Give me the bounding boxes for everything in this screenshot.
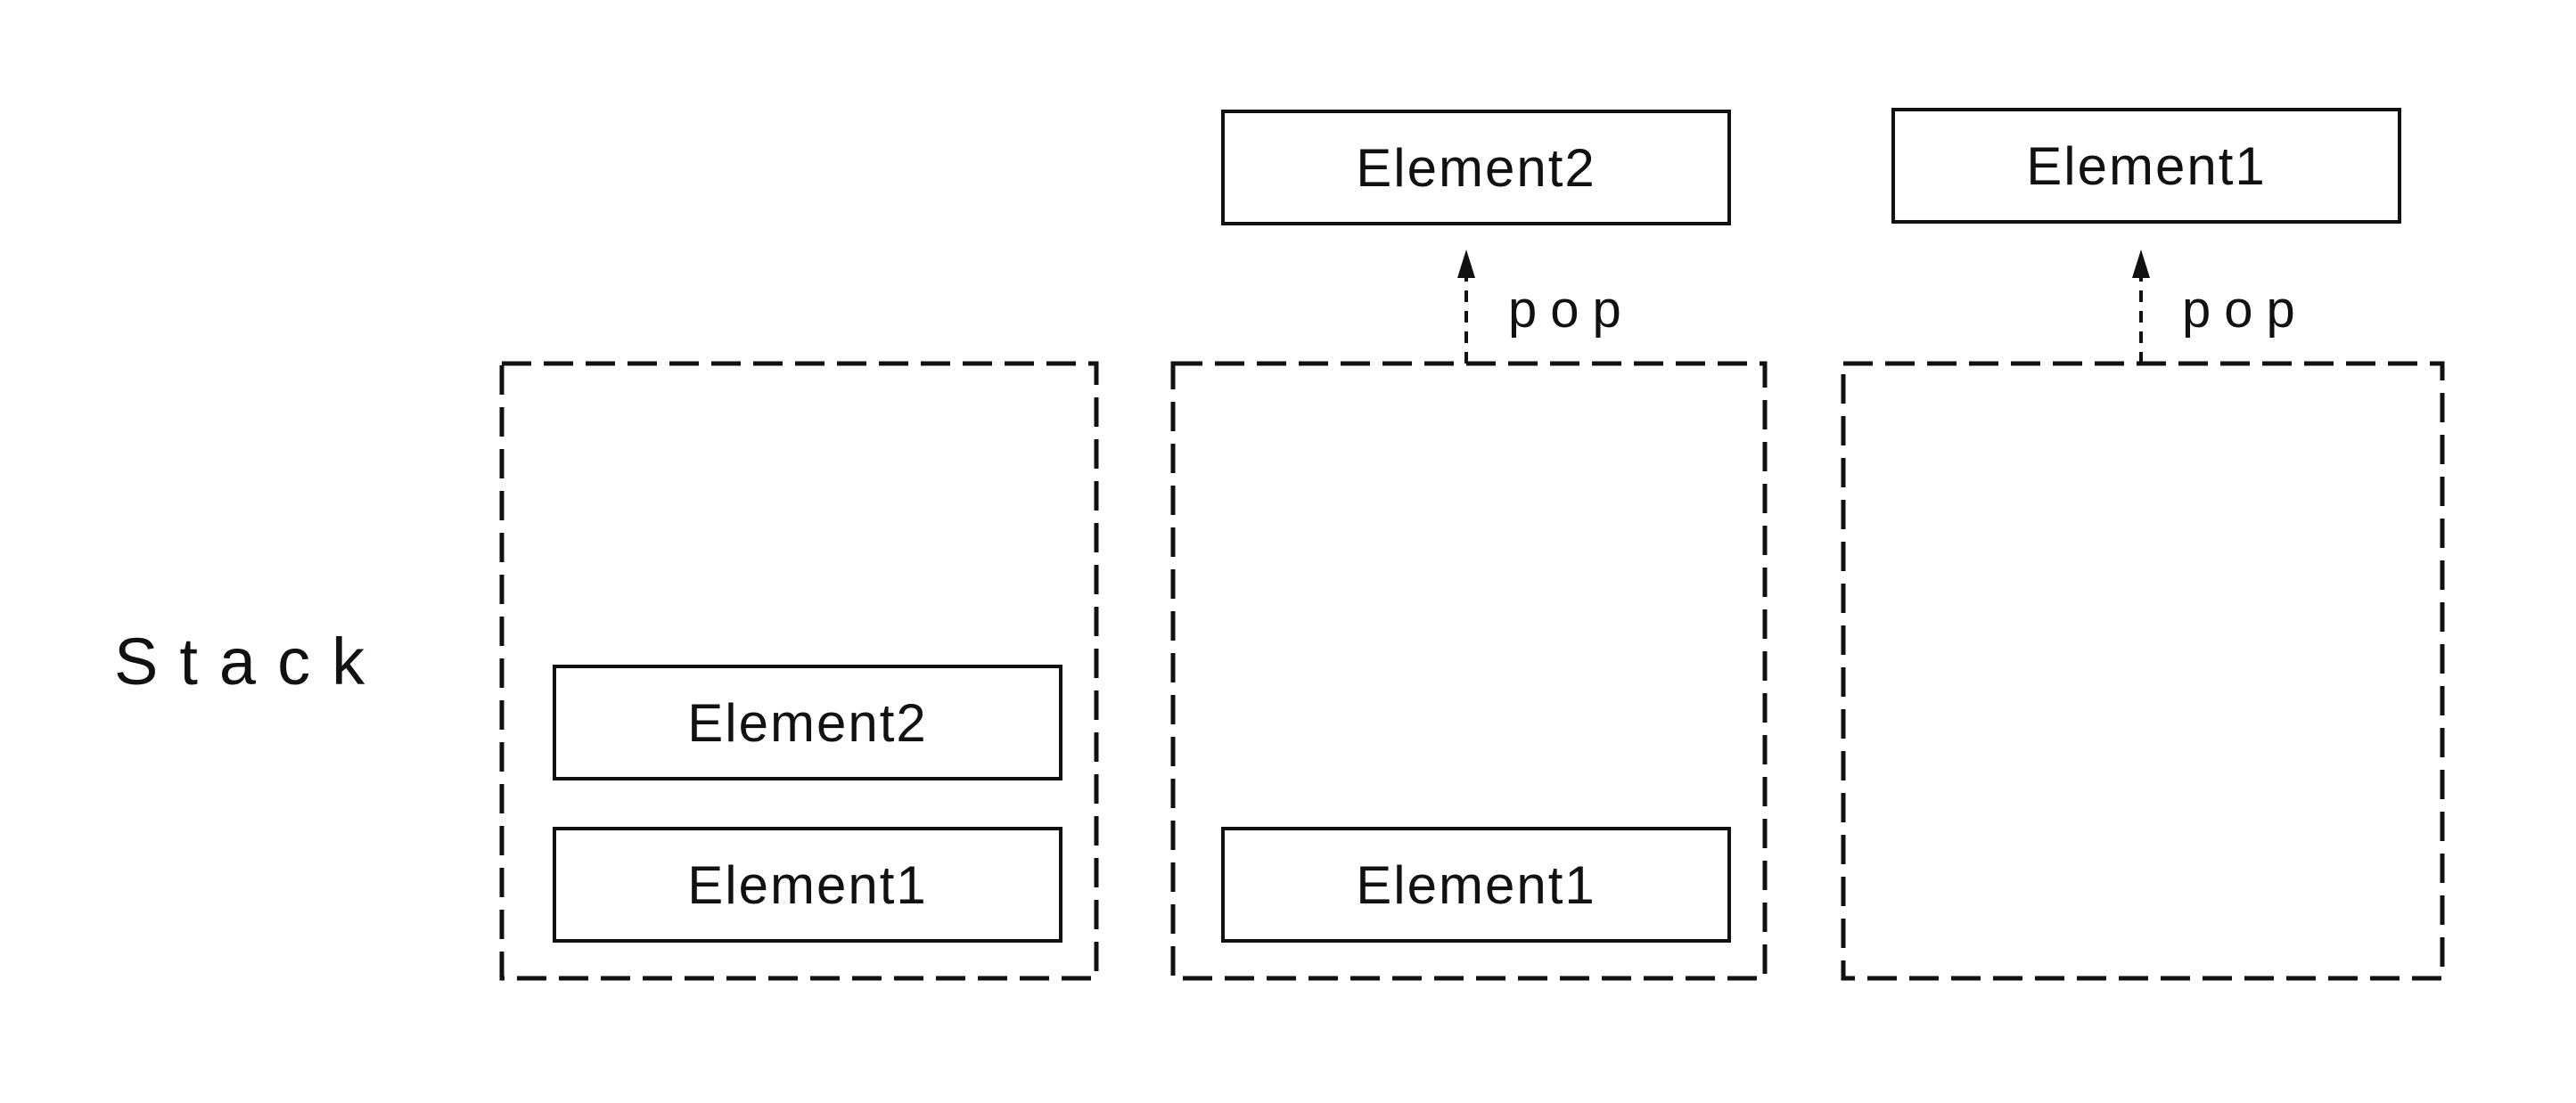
stack1-element2-box: Element2: [553, 665, 1062, 780]
stack3-popped-element1-box: Element1: [1891, 108, 2401, 224]
diagram-title: Stack: [114, 625, 387, 699]
pop-arrowhead-icon-stack3: [2132, 249, 2150, 278]
stack1-dashed-boundary: [499, 361, 1099, 981]
pop-operation-label-stack3: pop: [2182, 281, 2309, 339]
stack2-dashed-boundary: [1170, 361, 1768, 981]
stack3-dashed-boundary: [1841, 361, 2445, 981]
stack2-element1-box: Element1: [1221, 827, 1731, 943]
pop-arrowhead-icon-stack2: [1457, 249, 1475, 278]
stack1-element1-box: Element1: [553, 827, 1062, 943]
stack2-popped-element2-box: Element2: [1221, 110, 1731, 225]
pop-operation-label-stack2: pop: [1508, 281, 1635, 339]
